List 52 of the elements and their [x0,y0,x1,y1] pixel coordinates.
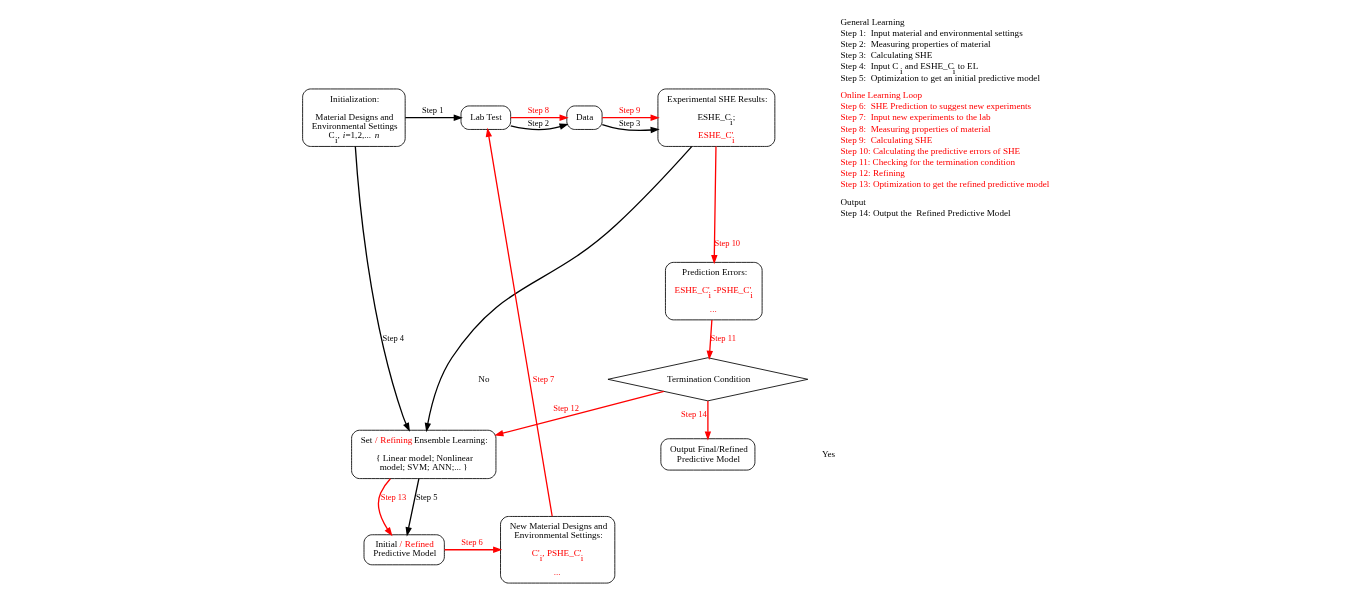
arrow [354,145,410,432]
edge-label: Step 1 [421,105,444,116]
arrow [443,546,503,553]
edge-label: Step 14 [681,409,707,420]
node-diamond: Termination Condition [607,357,809,402]
label: Step 8: Measuring properties of material [840,123,991,134]
arrow [711,145,718,265]
label: Step 1: Input material and environmental settings [840,28,1023,39]
arrow [485,127,553,517]
edge-label: Step 5 [415,491,438,502]
label: Output [840,196,866,207]
edge-label: Step 2 [527,118,550,129]
edge-label: Step 8 [527,105,550,116]
edge-label: Step 3 [618,118,641,129]
edge-label: Step 4 [382,333,405,344]
node-box: Set / Refining Ensemble Learning: { Linear model; Nonlinear model; SVM; ANN;... } [351,429,497,479]
label: Step 7: Input new experiments to the lab [840,112,991,123]
label: Online Learning Loop [840,90,923,101]
label: Yes [821,448,836,459]
edge-label: Step 13 [380,491,407,502]
arrow [706,319,713,360]
arrow [404,114,463,121]
label: Step 11: Checking for the termination condition [840,156,1016,167]
arrow [494,390,665,437]
arrow [601,123,660,134]
edge-label: Step 11 [710,333,736,344]
edge-label: Step 12 [553,402,579,413]
arrow [601,114,660,121]
label: Step 9: Calculating SHE [840,134,933,145]
label: Step 6: SHE Prediction to suggest new experiments [840,101,1032,112]
arrow [510,123,569,131]
edge-label: Step 10 [714,237,741,248]
label: Step 10: Calculating the predictive errors of SHE [840,145,1021,156]
node-box: Initial / Refined Predictive Model [363,534,445,566]
arrow [405,478,420,537]
label: General Learning [840,17,905,28]
arrow [704,400,712,441]
label: Step 13: Optimization to get the refined predictive model [840,179,1050,190]
label: Step 3: Calculating SHE [840,50,933,61]
label: Step 14: Output the Refined Predictive Model [840,207,1011,218]
node-box: Lab Test [460,105,512,130]
label: Step 12: Refining [840,167,905,178]
arrow [424,145,693,433]
label: Step 2: Measuring properties of material [840,39,991,50]
node-box: Data [566,105,603,130]
node-box: Output Final/Refined Predictive Model [660,438,756,471]
label: No [478,373,490,384]
edge-label: Step 6 [461,537,483,548]
arrow [510,114,569,121]
edge-label: Step 9 [618,105,641,116]
arrow [377,478,393,537]
edge-label: Step 7 [532,373,555,384]
